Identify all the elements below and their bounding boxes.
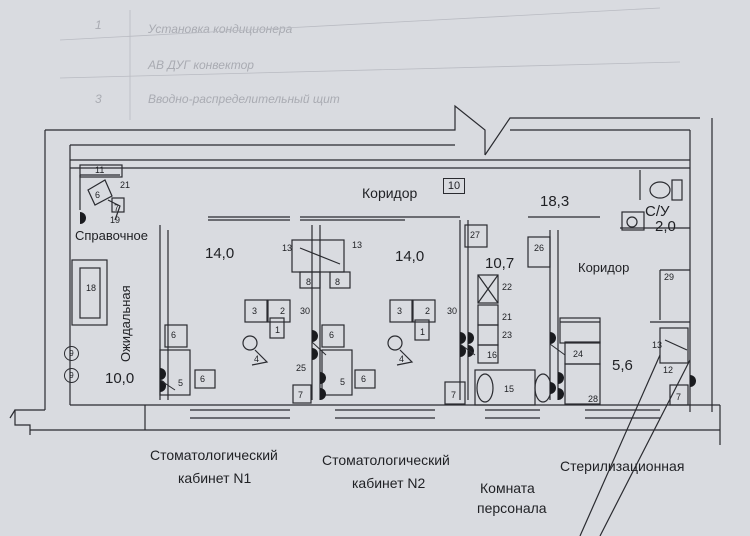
room-waiting-area: 10,0 bbox=[105, 370, 135, 387]
corridor-main-label: Коридор bbox=[362, 185, 418, 201]
partitions bbox=[159, 170, 690, 400]
tag-19: 19 bbox=[110, 215, 121, 225]
tag-30-office2: 30 bbox=[447, 306, 458, 316]
tag-13-right: 13 bbox=[352, 240, 363, 250]
sterilization-label: Стерилизационная bbox=[560, 458, 685, 474]
tag-15: 15 bbox=[504, 384, 515, 394]
tag-6-office1-b: 6 bbox=[200, 374, 206, 384]
tag-6-office2: 6 bbox=[361, 374, 367, 384]
tag-26: 26 bbox=[534, 243, 545, 253]
tag-4-office1: 4 bbox=[254, 354, 260, 364]
tag-2-office2: 2 bbox=[425, 306, 431, 316]
staff-name-line1: Комната bbox=[480, 480, 535, 496]
office1-name-line2: кабинет N1 bbox=[178, 470, 252, 486]
sterilization-equipment bbox=[559, 317, 691, 536]
wc-fixtures bbox=[621, 179, 683, 231]
office2-name-line1: Стоматологический bbox=[322, 452, 450, 468]
tag-1-office1: 1 bbox=[275, 325, 281, 335]
door-markers bbox=[80, 212, 696, 400]
left-wall bbox=[9, 130, 71, 435]
tag-1-office2: 1 bbox=[420, 327, 426, 337]
office1-area: 14,0 bbox=[205, 245, 235, 262]
tag-13-left: 13 bbox=[282, 243, 293, 253]
tag-6-office1-c: 6 bbox=[329, 330, 335, 340]
tag-18: 18 bbox=[86, 283, 97, 293]
tag-25: 25 bbox=[296, 363, 307, 373]
sterilization-area: 5,6 bbox=[612, 357, 633, 374]
tag-30-office1: 30 bbox=[300, 306, 311, 316]
tag-9-upper: 9 bbox=[64, 346, 79, 361]
tag-22: 22 bbox=[502, 282, 513, 292]
tag-7-reception: 7 bbox=[114, 203, 120, 213]
background-table-line-2: AB ДУГ конвектор bbox=[148, 58, 254, 72]
tag-5-office1: 5 bbox=[178, 378, 184, 388]
room-waiting-label: Ожидальная bbox=[118, 285, 133, 362]
top-wall bbox=[45, 104, 700, 169]
tag-28: 28 bbox=[588, 394, 599, 404]
office1-name-line1: Стоматологический bbox=[150, 447, 278, 463]
tag-12: 12 bbox=[663, 365, 674, 375]
sofa bbox=[71, 259, 108, 326]
office2-equipment bbox=[387, 224, 488, 366]
tag-24: 24 bbox=[573, 349, 584, 359]
office1-equipment bbox=[159, 239, 376, 404]
right-wall bbox=[689, 118, 713, 412]
tag-21-staff: 21 bbox=[502, 312, 513, 322]
background-table-line-3: Вводно-распределительный щит bbox=[148, 92, 340, 106]
tag-23: 23 bbox=[502, 330, 513, 340]
tag-13-sterilization: 13 bbox=[652, 340, 663, 350]
background-table-line-1: Установка кондиционера bbox=[148, 22, 293, 36]
tag-21-reception: 21 bbox=[120, 180, 131, 190]
bottom-wall bbox=[30, 404, 721, 445]
corridor-main-code: 10 bbox=[443, 178, 465, 194]
room-reception-label: Справочное bbox=[75, 228, 149, 243]
tag-8-left: 8 bbox=[306, 277, 312, 287]
wc-label: С/У bbox=[645, 203, 670, 220]
tag-8-right: 8 bbox=[335, 277, 341, 287]
staff-area: 10,7 bbox=[485, 255, 515, 272]
background-table-row-1: 1 bbox=[95, 18, 102, 32]
background-table-row-3: 3 bbox=[95, 92, 102, 106]
wc-area: 2,0 bbox=[655, 218, 676, 235]
tag-7-staff: 7 bbox=[451, 390, 457, 400]
tag-9-lower: 9 bbox=[64, 368, 79, 383]
tag-6-reception: 6 bbox=[95, 190, 101, 200]
staff-equipment bbox=[444, 236, 552, 406]
tag-29: 29 bbox=[664, 272, 675, 282]
tag-7-office1: 7 bbox=[298, 390, 304, 400]
office2-area: 14,0 bbox=[395, 248, 425, 265]
tag-11: 11 bbox=[95, 165, 105, 175]
tag-6-office1-a: 6 bbox=[171, 330, 177, 340]
tag-4-office2: 4 bbox=[399, 354, 405, 364]
tag-2-office1: 2 bbox=[280, 306, 286, 316]
office2-name-line2: кабинет N2 bbox=[352, 475, 426, 491]
reception-counter bbox=[79, 164, 125, 221]
background-table-grid bbox=[59, 7, 681, 120]
tag-5-office2: 5 bbox=[340, 377, 346, 387]
tag-3-office1: 3 bbox=[252, 306, 258, 316]
tag-16: 16 bbox=[487, 350, 498, 360]
tag-3-office2: 3 bbox=[397, 306, 403, 316]
corridor-right-label: Коридор bbox=[578, 260, 630, 275]
tag-27: 27 bbox=[470, 230, 481, 240]
staff-name-line2: персонала bbox=[477, 500, 547, 516]
tag-7-sterilization: 7 bbox=[676, 392, 682, 402]
corridor-main-area: 18,3 bbox=[540, 193, 570, 210]
